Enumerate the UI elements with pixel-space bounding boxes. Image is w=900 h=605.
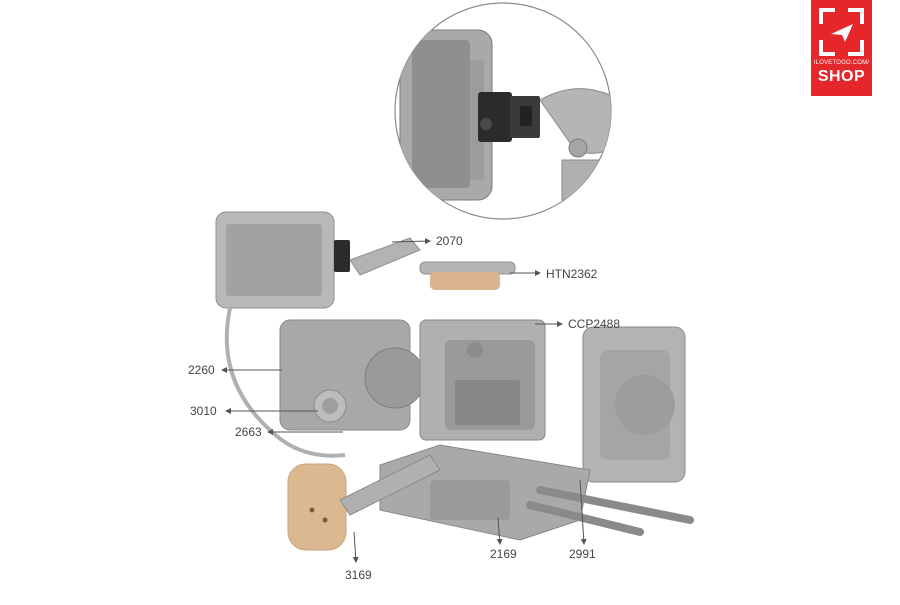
camera-cage [419,319,546,441]
callout-leaders [221,238,587,563]
callout-3169: 3169 [345,568,372,582]
battery-plate [582,326,686,483]
callout-2070: 2070 [436,234,463,248]
follow-focus [313,389,347,423]
callout-2169: 2169 [490,547,517,561]
matte-box [279,319,426,431]
shop-logo[interactable]: ILOVETOGO.COM/ SHOP [811,0,872,96]
logo-frame-icon [819,8,864,56]
callout-3010: 3010 [190,404,217,418]
logo-site-text: ILOVETOGO.COM/ [813,60,870,66]
detail-zoom-circle [394,2,612,220]
callout-htn2362: HTN2362 [546,267,598,281]
logo-shop-text: SHOP [817,68,866,85]
callout-2260: 2260 [188,363,215,377]
callout-2991: 2991 [569,547,596,561]
articulating-arm [349,237,516,290]
callout-2663: 2663 [235,425,262,439]
wooden-side-handle [287,454,441,551]
monitor [215,211,350,309]
callout-ccp2488: CCP2488 [568,317,621,331]
